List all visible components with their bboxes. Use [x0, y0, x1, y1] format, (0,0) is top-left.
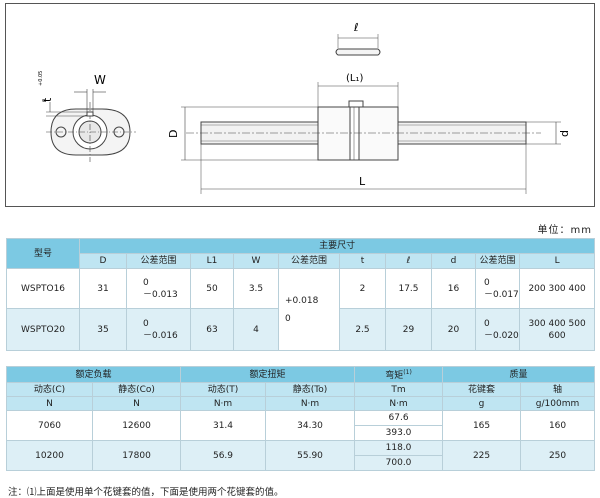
sub-header: 动态(C) [6, 382, 93, 397]
sub-header: 动态(T) [180, 382, 267, 397]
cell-nut-mass: 225 [442, 440, 522, 471]
cell-To: 55.90 [265, 440, 356, 471]
col-header: d [431, 253, 476, 269]
table-row: 7060 12600 31.4 34.30 67.6 165 160 [6, 410, 596, 441]
sub-header: 花键套 [442, 382, 522, 397]
end-view [46, 89, 136, 162]
cell-T: 31.4 [180, 410, 267, 441]
cell-Co: 17800 [91, 440, 182, 471]
col-header: 公差范围 [126, 253, 191, 269]
sub-header: 静态(To) [265, 382, 356, 397]
cell-W: 3.5 [233, 268, 279, 309]
rated-load-header: 额定负载 [5, 366, 182, 383]
cell-Tm: 700.0 [354, 455, 444, 471]
cell-L: 200 300 400 [518, 268, 596, 309]
unit-header: g/100mm [520, 396, 596, 411]
cell-nut-mass: 165 [442, 410, 522, 441]
cell-t: 2 [339, 268, 386, 309]
cell-L1: 63 [190, 308, 234, 351]
cell-Tm: 118.0 [354, 440, 444, 456]
model-header: 型号 [6, 238, 80, 269]
sub-header: Tm [354, 382, 444, 397]
cell-D: 31 [79, 268, 127, 309]
cell-W: 4 [233, 308, 279, 351]
cell-C: 10200 [6, 440, 93, 471]
cell-L1: 50 [190, 268, 234, 309]
label-W: W [94, 73, 106, 87]
label-L1: (L₁) [346, 73, 363, 84]
label-d: d [558, 130, 571, 137]
unit-label: 单位：mm [537, 225, 592, 236]
unit-header: N·m [180, 396, 267, 411]
unit-header: g [442, 396, 522, 411]
cell-t: 2.5 [339, 308, 386, 351]
cell-D-tol: 0－0.013 [126, 268, 191, 309]
cell-d: 16 [431, 268, 476, 309]
load-table: 额定负载 额定扭矩 弯矩(1) 质量 动态(C) 静态(Co) 动态(T) 静态… [5, 366, 596, 471]
cell-Tm: 67.6 [354, 410, 444, 426]
cell-shaft-mass: 250 [520, 440, 596, 471]
col-header: ℓ [385, 253, 432, 269]
unit-header: N·m [354, 396, 444, 411]
side-view [181, 34, 561, 194]
sub-header: 轴 [520, 382, 596, 397]
cell-Co: 12600 [91, 410, 182, 441]
cell-d-tol: 0－0.017 [475, 268, 520, 309]
cell-T: 56.9 [180, 440, 267, 471]
label-D: D [167, 130, 180, 138]
unit-header: N [91, 396, 182, 411]
moment-header: 弯矩(1) [354, 366, 444, 383]
cell-D-tol: 0－0.016 [126, 308, 191, 351]
model-cell: WSPTO16 [6, 268, 80, 309]
model-cell: WSPTO20 [6, 308, 80, 351]
mass-header: 质量 [442, 366, 596, 383]
cell-Tm: 393.0 [354, 425, 444, 441]
cell-ell: 17.5 [385, 268, 432, 309]
rated-torque-header: 额定扭矩 [180, 366, 356, 383]
footnote: 注：⑴上面是使用单个花键套的值，下面是使用两个花键套的值。 [8, 487, 284, 498]
dimension-table: 型号 主要尺寸 D 公差范围 L1 W 公差范围 t ℓ d 公差范围 L WS… [6, 238, 596, 351]
main-dimensions-header: 主要尺寸 [78, 238, 596, 254]
col-header: 公差范围 [475, 253, 520, 269]
cell-ell: 29 [385, 308, 432, 351]
cell-C: 7060 [6, 410, 93, 441]
technical-drawing: W t +0.05 0 [5, 3, 595, 207]
col-header: W [233, 253, 279, 269]
table-row: 10200 17800 56.9 55.90 118.0 225 250 [6, 440, 596, 471]
col-header: t [339, 253, 386, 269]
drawing-svg: W t +0.05 0 [38, 21, 571, 194]
label-ell: ℓ [353, 21, 359, 34]
cell-D: 35 [79, 308, 127, 351]
cell-d: 20 [431, 308, 476, 351]
label-t: t [41, 97, 54, 102]
col-header: L1 [190, 253, 234, 269]
sub-header: 静态(Co) [91, 382, 182, 397]
cell-shaft-mass: 160 [520, 410, 596, 441]
col-header: L [518, 253, 596, 269]
cell-d-tol: 0－0.020 [475, 308, 520, 351]
label-t-tol: +0.05 [38, 71, 44, 86]
unit-header: N·m [265, 396, 356, 411]
col-header: 公差范围 [278, 253, 340, 269]
unit-header: N [6, 396, 93, 411]
cell-To: 34.30 [265, 410, 356, 441]
col-header: D [79, 253, 127, 269]
label-t-tol2: 0 [42, 99, 48, 102]
label-L: L [359, 175, 366, 188]
